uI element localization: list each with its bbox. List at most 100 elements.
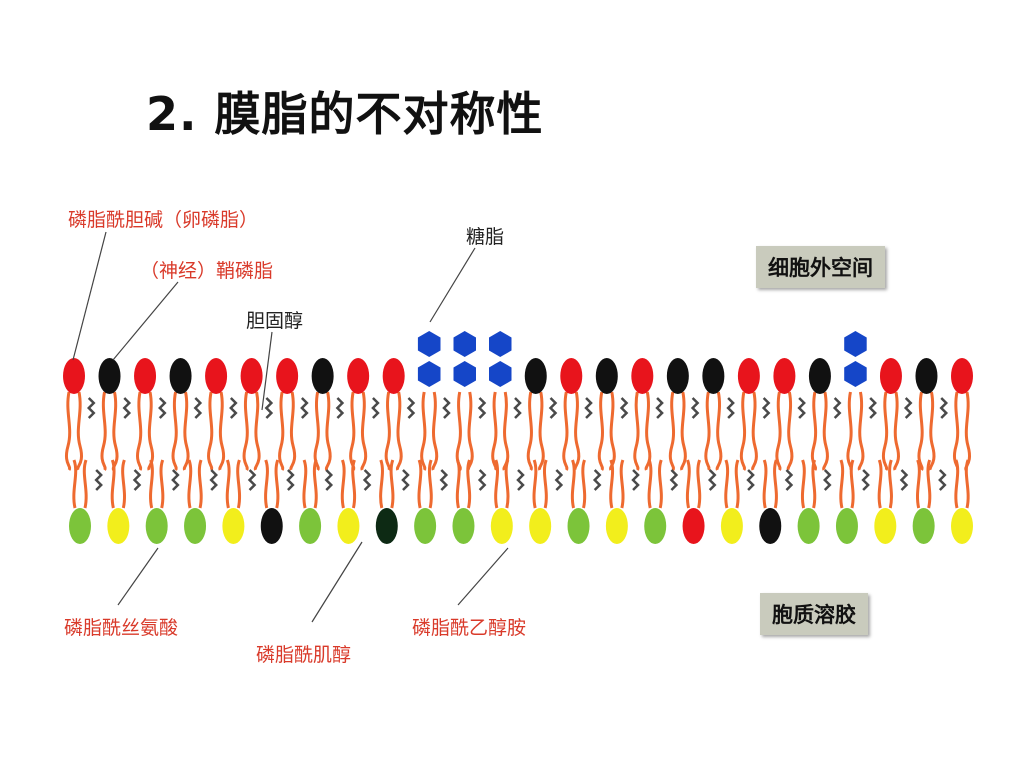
lipid-tail: [379, 459, 384, 509]
cholesterol: [592, 469, 602, 491]
cholesterol: [584, 397, 593, 419]
pointer-pe: [457, 547, 509, 606]
phosphatidylserine-head: [644, 508, 667, 544]
cholesterol: [861, 469, 870, 491]
lipid-tail: [149, 459, 154, 509]
cholesterol: [286, 469, 295, 491]
lipid-tail: [242, 391, 249, 471]
pointer-chol: [261, 331, 273, 411]
lipid-tail: [420, 391, 427, 471]
lipid-tail: [502, 391, 510, 471]
phosphatidylethanolamine-head: [529, 508, 552, 544]
glycolipid-sugar-hexagon: [489, 361, 512, 387]
phosphatidylcholine-head: [134, 358, 157, 394]
lipid-tail: [952, 391, 960, 471]
lipid-tail: [658, 459, 663, 509]
label-phosphatidylcholine: 磷脂酰胆碱（卵磷脂）: [68, 209, 259, 231]
lipid-tail: [349, 391, 356, 471]
phosphatidylserine-head: [835, 508, 858, 544]
lipid-tail: [811, 459, 817, 509]
lipid-tail: [619, 459, 625, 509]
lipid-tail: [846, 391, 853, 471]
cholesterol: [690, 397, 700, 419]
phosphatidylserine-head: [452, 508, 475, 544]
cholesterol: [94, 469, 103, 491]
glycolipid-sugar-hexagon: [844, 361, 867, 387]
lipid-tail: [542, 459, 548, 509]
outer-leaflet-heads: [63, 331, 973, 394]
sphingomyelin-head: [702, 358, 725, 394]
cholesterol: [939, 397, 949, 419]
cholesterol: [371, 397, 380, 419]
lipid-tail: [360, 391, 368, 471]
sphingomyelin-head: [595, 358, 618, 394]
lipid-tail: [417, 459, 423, 509]
cholesterol: [439, 469, 449, 491]
lipid-tail: [916, 459, 921, 509]
cholesterol: [655, 397, 664, 419]
lipid-tail: [313, 391, 320, 471]
lipid-tail: [839, 459, 845, 509]
lipid-tail: [964, 391, 972, 471]
lipid-tail: [312, 459, 318, 509]
lipid-tail: [340, 459, 346, 509]
phosphatidylcholine-head: [682, 508, 705, 544]
lipid-tail: [324, 391, 332, 471]
glycolipid-sugar-hexagon: [844, 331, 867, 357]
lipid-tail: [888, 459, 893, 509]
lipid-tail: [685, 459, 691, 509]
phosphatidylserine-head: [567, 508, 590, 544]
phosphatidylcholine-head: [382, 358, 405, 394]
lipid-tail: [800, 459, 806, 509]
phosphatidylcholine-head: [879, 358, 902, 394]
lipid-tail: [881, 391, 889, 471]
cholesterol: [938, 469, 947, 491]
glycolipid-sugar-hexagon: [417, 361, 441, 387]
lipid-tail: [877, 459, 883, 509]
lipid-tail: [64, 391, 72, 471]
pointer-pc: [72, 231, 107, 361]
cholesterol: [903, 397, 913, 419]
lipid-tail: [110, 459, 116, 509]
phosphatidylethanolamine-head: [874, 508, 897, 544]
lipid-tail: [494, 459, 500, 509]
lipid-tail: [704, 391, 711, 471]
lipid-tail: [207, 391, 214, 471]
phosphatidylserine-head: [797, 508, 820, 544]
lipid-tail: [538, 391, 545, 471]
cholesterol: [726, 397, 735, 419]
cholesterol: [619, 397, 629, 419]
phosphatidylinositol-head: [375, 508, 398, 544]
cholesterol: [669, 469, 679, 491]
lipid-tail: [278, 391, 285, 471]
phosphatidylethanolamine-head: [951, 508, 973, 544]
label-phosphatidylserine: 磷脂酰丝氨酸: [64, 617, 179, 639]
cholesterol: [516, 469, 525, 491]
lipid-tail: [395, 391, 403, 471]
phosphatidylcholine-head: [951, 358, 973, 394]
phosphatidylserine-head: [414, 508, 437, 544]
label-sphingomyelin: （神经）鞘磷脂: [140, 260, 274, 282]
lipid-tail: [928, 391, 936, 471]
inner-leaflet-heads: [69, 508, 973, 544]
cholesterol: [899, 469, 909, 491]
lipid-tail: [427, 459, 433, 509]
cholesterol: [554, 469, 564, 491]
cholesterol: [746, 469, 755, 491]
sphingomyelin-head: [260, 508, 283, 544]
lipid-tail: [581, 459, 587, 509]
phosphatidylserine-head: [69, 508, 91, 544]
cholesterol: [832, 397, 842, 419]
pointer-ps: [117, 547, 159, 606]
phosphatidylserine-head: [299, 508, 322, 544]
lipid-tail: [609, 459, 615, 509]
cholesterol: [548, 397, 558, 419]
lipid-tail: [274, 459, 280, 509]
sphingomyelin-head: [169, 358, 192, 394]
cholesterol: [401, 469, 410, 491]
lipid-tail: [810, 391, 818, 471]
phosphatidylserine-head: [912, 508, 935, 544]
lipid-tail: [171, 391, 178, 471]
lipid-tail: [715, 391, 723, 471]
